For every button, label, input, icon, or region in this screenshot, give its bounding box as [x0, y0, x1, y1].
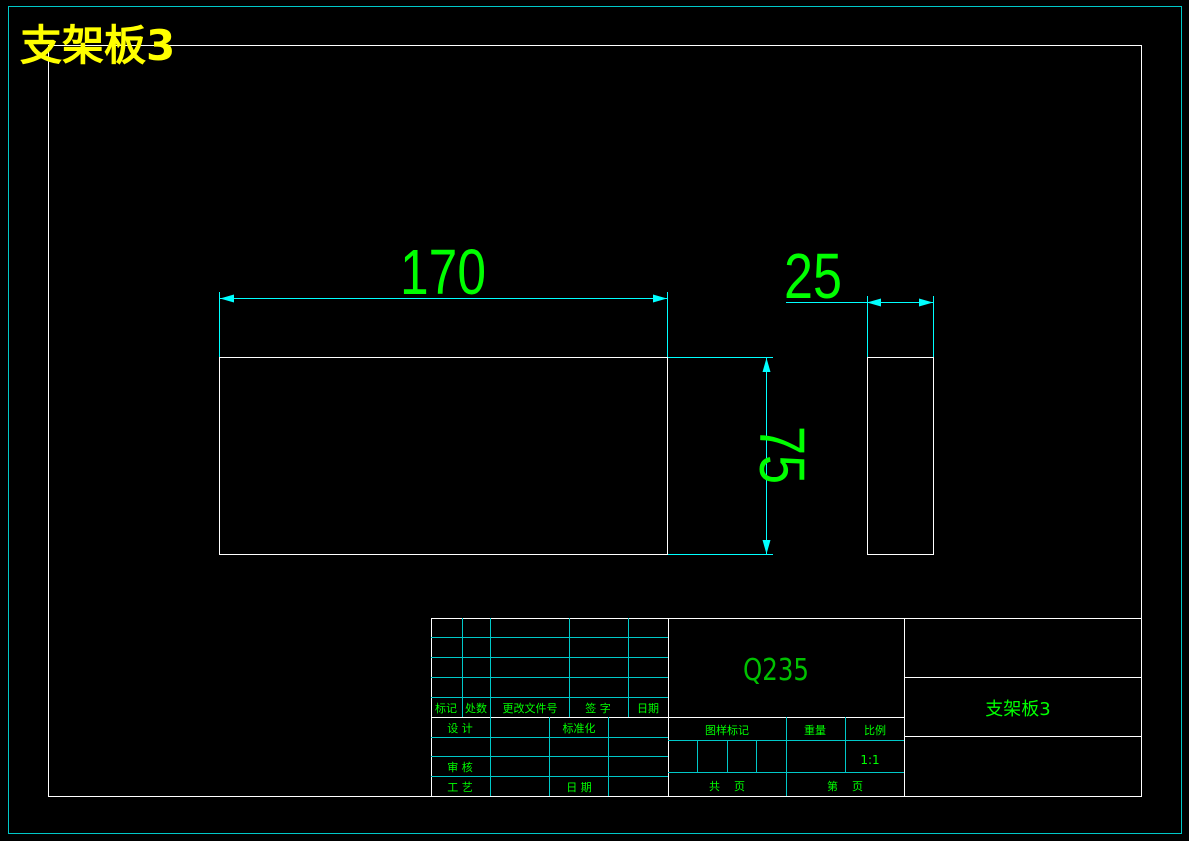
sheet-number: 第 页 [827, 779, 863, 793]
rev-header-change-doc: 更改文件号 [503, 701, 558, 715]
dimension-length-value: 170 [400, 236, 486, 308]
rev-header-signature: 签 字 [585, 701, 611, 715]
scale-value: 1:1 [860, 753, 879, 767]
dimension-length: 170 [219, 236, 668, 357]
rev-header-mark: 标记 [435, 701, 457, 715]
dimension-height-value: 75 [746, 426, 818, 484]
row-review: 审 核 [447, 760, 473, 774]
dimension-thickness: 25 [784, 240, 934, 357]
row-standardization: 标准化 [563, 721, 596, 735]
title-block [431, 618, 1141, 796]
row-date: 日 期 [566, 781, 592, 794]
drawing-title: 支架板3 [20, 21, 175, 70]
rev-header-date: 日期 [637, 702, 659, 715]
rev-header-count: 处数 [465, 702, 487, 715]
row-design: 设 计 [447, 722, 473, 735]
row-process: 工 艺 [447, 781, 473, 794]
inner-border [48, 45, 1142, 797]
sheet-total: 共 页 [709, 780, 745, 793]
dimension-height: 75 [668, 357, 818, 555]
info-header-stage-mark: 图样标记 [705, 723, 749, 737]
outer-border [8, 6, 1182, 834]
part-name-label: 支架板3 [985, 699, 1050, 720]
side-view-outline [867, 357, 934, 555]
dimension-thickness-value: 25 [784, 240, 842, 312]
info-header-weight: 重量 [804, 723, 826, 737]
info-header-scale: 比例 [864, 723, 886, 737]
material-label: Q235 [743, 653, 809, 688]
front-view-outline [219, 357, 668, 555]
